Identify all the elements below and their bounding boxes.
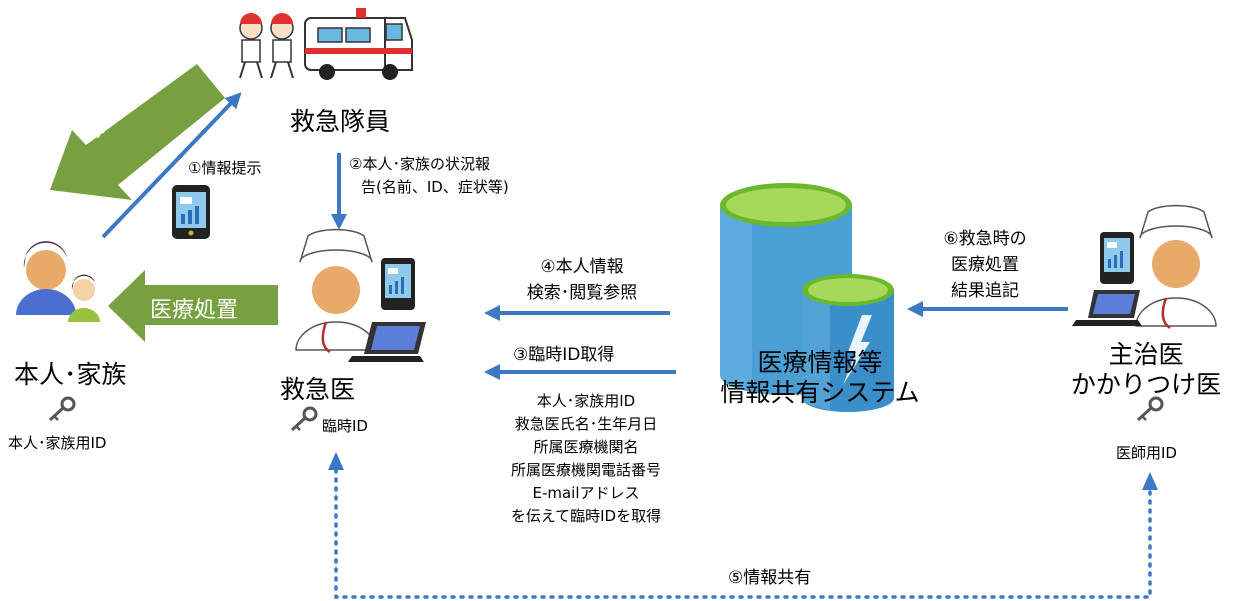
step6-label: ⑥救急時の 医療処置 結果追記 xyxy=(905,226,1065,304)
key-icon xyxy=(1136,396,1164,422)
step4-line1: ④本人情報 xyxy=(540,257,624,277)
medical-treatment-label: 医療処置 xyxy=(150,298,239,323)
person-family-icon xyxy=(16,241,100,322)
system-label-line1: 医療情報等 xyxy=(757,348,883,377)
patient-label: 本人･家族 xyxy=(14,360,127,389)
emergency-treatment-arrow xyxy=(50,64,225,200)
er-doctor-label: 救急医 xyxy=(280,375,356,404)
laptop-icon xyxy=(1072,290,1142,326)
step2-label: ②本人･家族の状況報 告(名前、ID、症状等) xyxy=(349,153,509,199)
info-share-dotted-line xyxy=(328,452,1158,599)
step3-details: 本人･家族用ID 救急医氏名･生年月日 所属医療機関名 所属医療機関電話番号 E… xyxy=(468,390,704,528)
system-label-line2: 情報共有システム xyxy=(720,378,920,407)
temp-id-label: 臨時ID xyxy=(322,417,368,435)
step4-label: ④本人情報 検索･閲覧参照 xyxy=(487,254,677,306)
key-icon xyxy=(290,406,318,432)
paramedics-icon xyxy=(239,13,294,79)
key-icon xyxy=(48,396,76,422)
doctor-icon xyxy=(295,228,377,354)
step5-label: ⑤情報共有 xyxy=(728,568,812,588)
smartphone-icon xyxy=(172,185,210,239)
step3-detail-line: E-mailアドレス xyxy=(532,484,640,502)
step1-label: ①情報提示 xyxy=(188,159,262,177)
arrow-info-present xyxy=(101,92,242,239)
doctor-icon xyxy=(1135,204,1217,330)
laptop-icon xyxy=(348,322,426,362)
step2-line2: 告(名前、ID、症状等) xyxy=(361,178,509,196)
gp-id-label: 医師用ID xyxy=(1116,444,1177,462)
system-label: 医療情報等 情報共有システム xyxy=(700,348,940,408)
step6-line3: 結果追記 xyxy=(951,281,1019,301)
database-icon xyxy=(720,183,894,412)
paramedics-label: 救急隊員 xyxy=(290,107,391,136)
gp-label: 主治医 かかりつけ医 xyxy=(1058,340,1234,400)
step3-detail-line: 救急医氏名･生年月日 xyxy=(514,415,658,433)
step3-detail-line: を伝えて臨時IDを取得 xyxy=(510,507,662,525)
step3-label: ③臨時ID取得 xyxy=(513,345,615,365)
step3-detail-line: 本人･家族用ID xyxy=(536,392,636,410)
patient-id-label: 本人･家族用ID xyxy=(8,434,107,452)
medical-treatment-arrow xyxy=(108,270,278,342)
gp-label-line1: 主治医 xyxy=(1108,340,1184,369)
step6-line1: ⑥救急時の xyxy=(943,229,1027,249)
gp-label-line2: かかりつけ医 xyxy=(1070,370,1222,399)
step2-line1: ②本人･家族の状況報 xyxy=(349,155,490,173)
step4-line2: 検索･閲覧参照 xyxy=(526,283,638,303)
smartphone-icon xyxy=(1100,232,1134,284)
smartphone-icon xyxy=(381,258,415,310)
step3-detail-line: 所属医療機関電話番号 xyxy=(510,461,661,479)
step3-detail-line: 所属医療機関名 xyxy=(533,438,639,456)
ambulance-icon xyxy=(304,8,413,80)
step6-line2: 医療処置 xyxy=(951,255,1019,275)
